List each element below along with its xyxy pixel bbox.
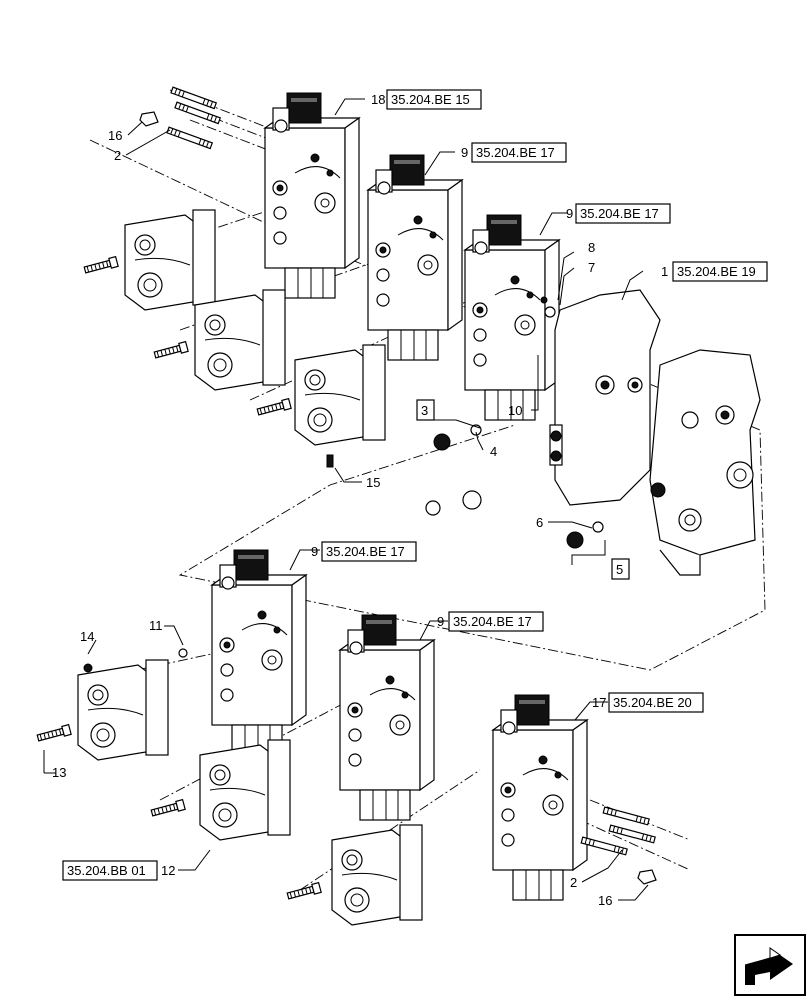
callout-16-top: 16	[108, 128, 122, 143]
item-3: 3	[421, 403, 428, 418]
ref-box-18[interactable]	[386, 89, 482, 110]
valve-section-18	[264, 92, 360, 299]
ref-box-12[interactable]	[62, 860, 158, 881]
callout-6: 6	[536, 515, 543, 530]
assembly-line-main	[89, 139, 766, 671]
item-box-5	[611, 558, 630, 580]
ref-box-9a[interactable]	[471, 142, 567, 163]
cover-lower-12	[199, 739, 291, 841]
main-housing-1	[549, 289, 761, 576]
valve-section-17	[492, 694, 588, 901]
valve-section-9a	[367, 154, 463, 361]
callout-7: 7	[588, 260, 595, 275]
callout-13: 13	[52, 765, 66, 780]
callout-9-c: 9	[311, 544, 318, 559]
callout-16-bottom: 16	[598, 893, 612, 908]
small-parts	[425, 296, 604, 549]
callout-14: 14	[80, 629, 94, 644]
cover-upper-3	[294, 344, 386, 446]
cover-lower-3	[331, 824, 423, 926]
callout-9-d: 9	[437, 614, 444, 629]
ref-17[interactable]: 35.204.BE 20	[613, 695, 692, 710]
callout-9-b: 9	[566, 206, 573, 221]
ref-1[interactable]: 35.204.BE 19	[677, 264, 756, 279]
cover-upper-2	[194, 289, 286, 391]
item-box-3	[416, 399, 435, 421]
callout-10: 10	[508, 403, 522, 418]
valve-section-9c	[211, 549, 307, 756]
callout-4: 4	[490, 444, 497, 459]
ref-box-9c[interactable]	[321, 541, 417, 562]
cover-lower-1	[77, 659, 169, 761]
callout-11: 11	[149, 618, 163, 633]
next-page-arrow-icon[interactable]	[734, 934, 806, 996]
ref-9c[interactable]: 35.204.BE 17	[326, 544, 405, 559]
ref-9d[interactable]: 35.204.BE 17	[453, 614, 532, 629]
callout-18: 18	[371, 92, 385, 107]
callout-2-top: 2	[114, 148, 121, 163]
ref-box-9b[interactable]	[575, 203, 671, 224]
ref-12[interactable]: 35.204.BB 01	[67, 863, 146, 878]
valve-section-9d	[339, 614, 435, 821]
callout-8: 8	[588, 240, 595, 255]
ref-18[interactable]: 35.204.BE 15	[391, 92, 470, 107]
ref-9a[interactable]: 35.204.BE 17	[476, 145, 555, 160]
valve-section-9b	[464, 214, 560, 421]
callout-12: 12	[161, 863, 175, 878]
callout-17: 17	[592, 695, 606, 710]
ref-box-9d[interactable]	[448, 611, 544, 632]
ref-9b[interactable]: 35.204.BE 17	[580, 206, 659, 221]
ref-box-17[interactable]	[608, 692, 704, 713]
callout-15: 15	[366, 475, 380, 490]
callout-1: 1	[661, 264, 668, 279]
ref-box-1[interactable]	[672, 261, 768, 282]
cover-upper-1	[124, 209, 216, 311]
item-5: 5	[616, 562, 623, 577]
callout-9-a: 9	[461, 145, 468, 160]
callout-2-bottom: 2	[570, 875, 577, 890]
